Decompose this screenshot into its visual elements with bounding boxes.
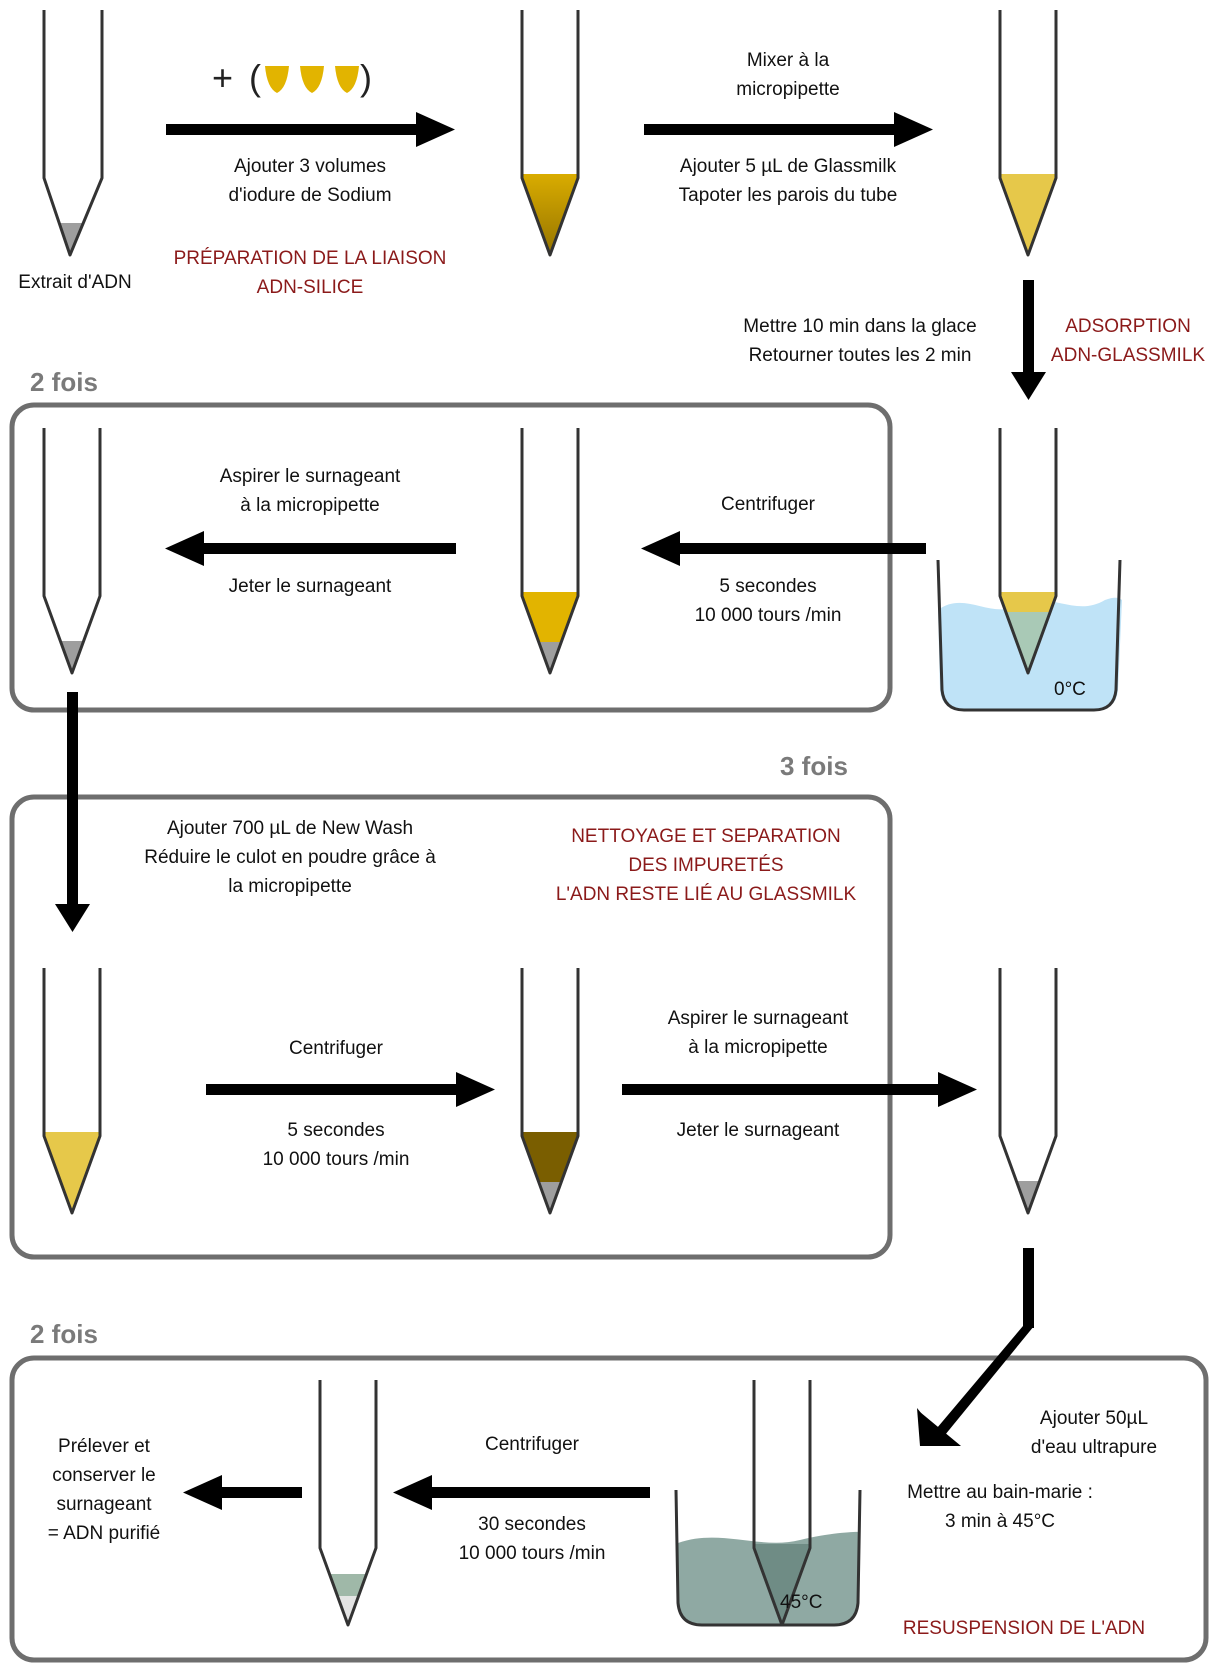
reagent-drops-icon xyxy=(265,66,359,93)
paren-close: ) xyxy=(360,57,372,98)
aspirate1-bottom: Jeter le surnageant xyxy=(228,576,392,597)
arrow-aspirate1 xyxy=(165,531,456,566)
arrow-aspirate2 xyxy=(622,1072,977,1107)
phase4-title: RESUSPENSION DE L'ADN xyxy=(902,1618,1146,1639)
arrow-centrifuge1 xyxy=(641,531,926,566)
aspirate2-bottom: Jeter le surnageant xyxy=(676,1120,840,1141)
tube-2 xyxy=(520,10,580,257)
loop3-count: 2 fois xyxy=(30,1319,98,1349)
tube-11 xyxy=(318,1380,378,1627)
arrow-step1 xyxy=(166,112,455,147)
loop-frame-2 xyxy=(9,794,893,1260)
loop-frame-3 xyxy=(9,1355,1209,1663)
plus-sign: + xyxy=(212,57,234,98)
arrow-centrifuge3 xyxy=(393,1475,650,1510)
arrow-final xyxy=(183,1475,302,1510)
arrow-wash xyxy=(55,692,90,932)
tube-4 xyxy=(998,428,1058,675)
tube-7 xyxy=(42,968,102,1215)
arrow-step2 xyxy=(644,112,933,147)
loop2-count: 3 fois xyxy=(780,751,848,781)
centrifuge2-top: Centrifuger xyxy=(289,1038,383,1059)
tube-3 xyxy=(998,10,1058,257)
paren-open: ( xyxy=(249,57,261,98)
tube-1 xyxy=(42,10,104,257)
arrow-ice xyxy=(1011,280,1046,400)
extract-label: Extrait d'ADN xyxy=(18,272,132,293)
centrifuge1-top: Centrifuger xyxy=(721,494,815,515)
tube-6 xyxy=(42,428,102,675)
ice-temp: 0°C xyxy=(1054,679,1086,700)
tube-1-pellet xyxy=(44,223,102,255)
tube-5 xyxy=(520,428,580,675)
loop-frame-1 xyxy=(9,402,893,713)
tube-9 xyxy=(998,968,1058,1215)
bath-text: Mettre au bain-marie :3 min à 45°C xyxy=(907,1482,1093,1532)
bath-temp: 45°C xyxy=(780,1592,823,1613)
arrows xyxy=(55,112,1046,1510)
loop1-count: 2 fois xyxy=(30,367,98,397)
arrow-resuspension xyxy=(917,1248,1034,1446)
centrifuge3-top: Centrifuger xyxy=(485,1434,579,1455)
arrow-centrifuge2 xyxy=(206,1072,495,1107)
